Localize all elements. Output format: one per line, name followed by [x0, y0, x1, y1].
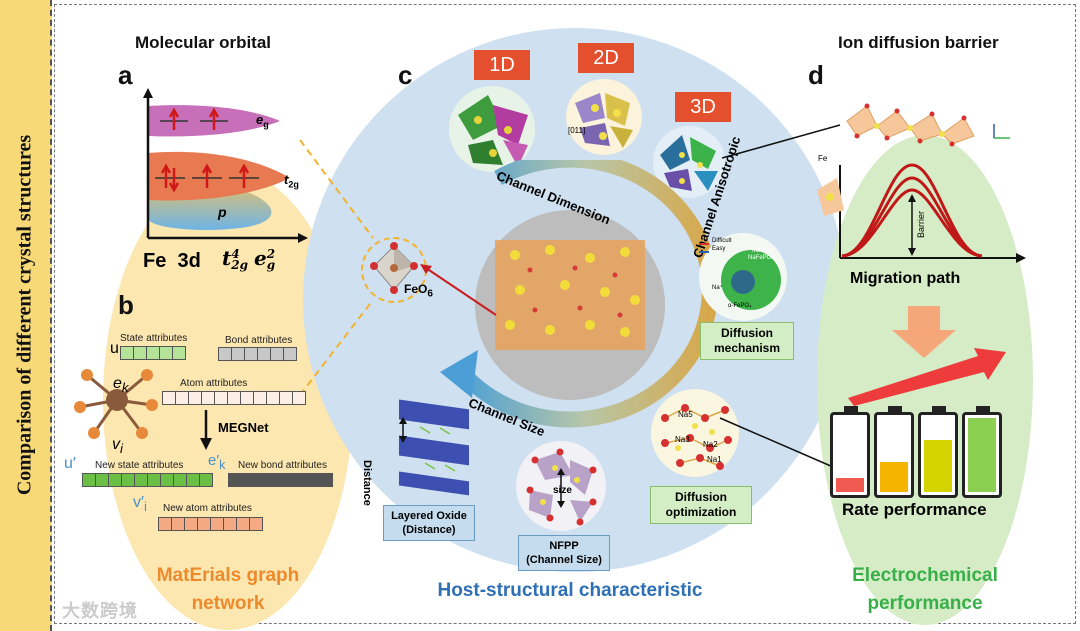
u-label: u	[110, 340, 119, 357]
nfpp-image	[516, 441, 606, 531]
new-state-attributes-label: New state attributes	[95, 460, 184, 471]
panel-letter-a: a	[118, 60, 133, 90]
channel-ring	[440, 160, 718, 428]
migration-path-label: Migration path	[850, 270, 961, 287]
t2g-label: t2g	[284, 172, 299, 190]
orbital-diagram	[143, 88, 308, 243]
dashed-connector-bottom	[299, 299, 374, 396]
watermark: 大数跨境	[62, 601, 138, 621]
na1-label: Na1	[707, 455, 722, 464]
v-prime-label: v′i	[133, 494, 147, 515]
mechanism-nafepo4-label: NaFePO₄	[748, 255, 774, 261]
na5-label: Na5	[678, 410, 693, 419]
u-prime-label: u′	[64, 455, 76, 472]
molecular-orbital-title: Molecular orbital	[135, 33, 272, 52]
feo6-octahedron-icon	[370, 242, 418, 294]
battery-2	[874, 406, 914, 498]
feo6-label: FeO6	[404, 282, 433, 300]
atom-attributes-label: Atom attributes	[180, 378, 248, 389]
panel-letter-c: c	[398, 60, 413, 90]
battery-4	[962, 406, 1002, 498]
na2-label: Na2	[703, 440, 718, 449]
new-state-attributes-vector	[82, 473, 213, 487]
battery-3	[918, 406, 958, 498]
direction-011-label: [011]	[568, 126, 586, 135]
tag-3d: 3D	[675, 92, 731, 122]
mechanism-maricite-label: Maricite	[752, 248, 774, 254]
dashed-connector-top	[299, 139, 374, 239]
panel-letter-b: b	[118, 290, 134, 320]
new-atom-attributes-label: New atom attributes	[163, 503, 252, 514]
ek-label: ek	[113, 375, 129, 396]
figure-frame	[54, 4, 1076, 624]
eg-label: eg	[256, 112, 269, 130]
crystal-3d-image	[653, 126, 725, 198]
na3-label: Na3	[675, 435, 690, 444]
crystal-2d-image	[566, 79, 642, 155]
new-atom-attributes-vector	[158, 517, 263, 531]
megnet-arrow	[200, 410, 212, 450]
energy-barrier-plot	[817, 163, 1026, 263]
crystal-1d-image	[449, 86, 535, 172]
vi-label: vi	[112, 436, 123, 457]
t2g-orbital-shape	[148, 151, 290, 201]
mechanism-na-label: Na⁺	[712, 285, 723, 291]
panel-letter-d: d	[808, 60, 824, 90]
sidebar	[0, 0, 52, 631]
nfpp-box: NFPP(Channel Size)	[518, 535, 610, 571]
bond-attributes-label: Bond attributes	[225, 335, 293, 346]
feo6-pointer-arrow	[420, 264, 497, 316]
fe-3d-label: Fe 3d	[143, 250, 201, 272]
state-attributes-vector	[120, 346, 186, 360]
tag-2d: 2D	[578, 43, 634, 73]
atom-attributes-vector	[162, 391, 306, 405]
mechanism-difficult-label: Difficult	[712, 238, 732, 244]
layered-oxide-image	[399, 399, 469, 496]
bond-attributes-vector	[218, 347, 297, 361]
mechanism-easy-label: Easy	[712, 246, 726, 252]
rate-arrows	[848, 306, 1006, 406]
megnet-label: MEGNet	[218, 420, 269, 435]
layered-oxide-box: Layered Oxide(Distance)	[383, 505, 475, 541]
ion-diffusion-barrier-title: Ion diffusion barrier	[838, 33, 999, 52]
fe-atom-label: Fe	[818, 154, 828, 163]
battery-1	[830, 406, 870, 498]
host-structural-label: Host-structural characteristic	[437, 580, 703, 601]
new-bond-attributes-vector	[228, 473, 333, 487]
migration-chain-image	[846, 103, 1010, 147]
diffusion-optimization-image	[651, 389, 739, 477]
tag-1d: 1D	[474, 50, 530, 80]
mechanism-afepo4-label: α-FePO₄	[728, 303, 752, 309]
p-label: p	[218, 204, 227, 220]
barrier-label: Barrier	[916, 210, 926, 238]
graph-node-icon	[74, 369, 158, 439]
state-attributes-label: State attributes	[120, 333, 188, 344]
size-label: size	[553, 485, 572, 496]
diffusion-mechanism-image	[699, 233, 787, 321]
rate-performance-label: Rate performance	[842, 500, 987, 519]
e-prime-label: e′k	[208, 452, 226, 472]
new-bond-attributes-label: New bond attributes	[238, 460, 327, 471]
